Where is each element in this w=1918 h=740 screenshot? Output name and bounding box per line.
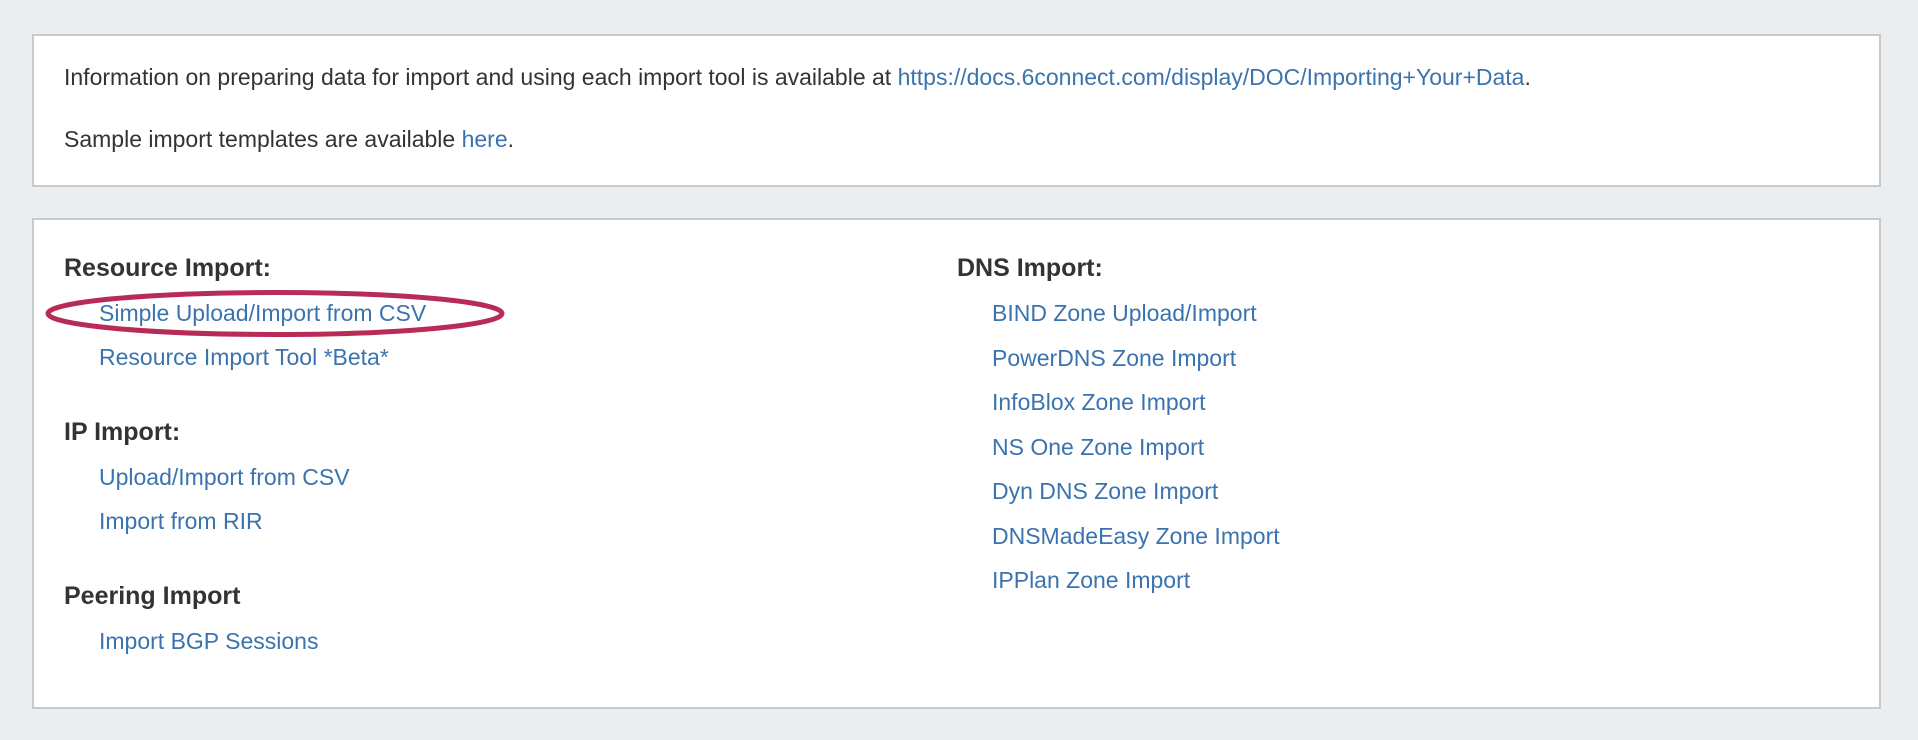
link-row: DNSMadeEasy Zone Import xyxy=(992,516,1879,561)
ip-import-links: Upload/Import from CSV Import from RIR xyxy=(64,457,957,545)
ip-import-heading: IP Import: xyxy=(64,418,181,446)
dns-import-heading: DNS Import: xyxy=(957,254,1103,282)
info-panel: Information on preparing data for import… xyxy=(32,34,1881,187)
link-row: NS One Zone Import xyxy=(992,427,1879,472)
dnsmadeeasy-zone-import-link[interactable]: DNSMadeEasy Zone Import xyxy=(992,522,1280,549)
link-row: Import from RIR xyxy=(99,501,957,545)
resource-import-tool-beta-link[interactable]: Resource Import Tool *Beta* xyxy=(99,344,389,370)
dns-import-group: DNS Import: BIND Zone Upload/Import Powe… xyxy=(957,253,1879,605)
import-right-column: DNS Import: BIND Zone Upload/Import Powe… xyxy=(957,253,1879,605)
dns-import-links: BIND Zone Upload/Import PowerDNS Zone Im… xyxy=(957,293,1879,605)
resource-import-group: Resource Import: Simple Upload/Import fr… xyxy=(64,253,957,381)
ipplan-zone-import-link[interactable]: IPPlan Zone Import xyxy=(992,567,1191,593)
peering-import-links: Import BGP Sessions xyxy=(64,621,957,665)
link-row: Resource Import Tool *Beta* xyxy=(99,337,957,381)
link-row: InfoBlox Zone Import xyxy=(992,382,1879,427)
import-bgp-sessions-link[interactable]: Import BGP Sessions xyxy=(99,628,319,654)
link-row: Import BGP Sessions xyxy=(99,621,957,665)
import-left-column: Resource Import: Simple Upload/Import fr… xyxy=(64,253,957,665)
info-line-templates: Sample import templates are available he… xyxy=(64,126,1849,152)
powerdns-zone-import-link[interactable]: PowerDNS Zone Import xyxy=(992,344,1237,371)
docs-url-link[interactable]: https://docs.6connect.com/display/DOC/Im… xyxy=(897,64,1525,90)
infoblox-zone-import-link[interactable]: InfoBlox Zone Import xyxy=(992,389,1206,415)
dyn-dns-zone-import-link[interactable]: Dyn DNS Zone Import xyxy=(992,478,1219,504)
ns-one-zone-import-link[interactable]: NS One Zone Import xyxy=(992,433,1205,460)
import-tools-panel: Resource Import: Simple Upload/Import fr… xyxy=(32,218,1881,709)
resource-import-heading: Resource Import: xyxy=(64,254,271,282)
resource-import-links: Simple Upload/Import from CSV Resource I… xyxy=(64,293,957,381)
link-row: Upload/Import from CSV xyxy=(99,457,957,501)
sample-templates-here-link[interactable]: here xyxy=(461,126,508,152)
link-row: Dyn DNS Zone Import xyxy=(992,471,1879,516)
info-line-templates-period: . xyxy=(507,126,515,152)
ip-upload-import-csv-link[interactable]: Upload/Import from CSV xyxy=(99,464,350,490)
peering-import-group: Peering Import Import BGP Sessions xyxy=(64,581,957,665)
bind-zone-upload-import-link[interactable]: BIND Zone Upload/Import xyxy=(992,300,1257,326)
simple-upload-import-csv-link[interactable]: Simple Upload/Import from CSV xyxy=(99,300,427,326)
info-line-docs-period: . xyxy=(1524,64,1531,90)
link-row: Simple Upload/Import from CSV xyxy=(99,293,957,337)
peering-import-heading: Peering Import xyxy=(64,582,241,610)
link-row: PowerDNS Zone Import xyxy=(992,338,1879,383)
ip-import-group: IP Import: Upload/Import from CSV Import… xyxy=(64,417,957,545)
info-line-templates-text: Sample import templates are available xyxy=(64,126,462,152)
link-row: BIND Zone Upload/Import xyxy=(992,293,1879,338)
import-from-rir-link[interactable]: Import from RIR xyxy=(99,508,263,534)
info-line-docs-text: Information on preparing data for import… xyxy=(64,64,898,90)
link-row: IPPlan Zone Import xyxy=(992,560,1879,605)
info-line-docs: Information on preparing data for import… xyxy=(64,64,1849,90)
